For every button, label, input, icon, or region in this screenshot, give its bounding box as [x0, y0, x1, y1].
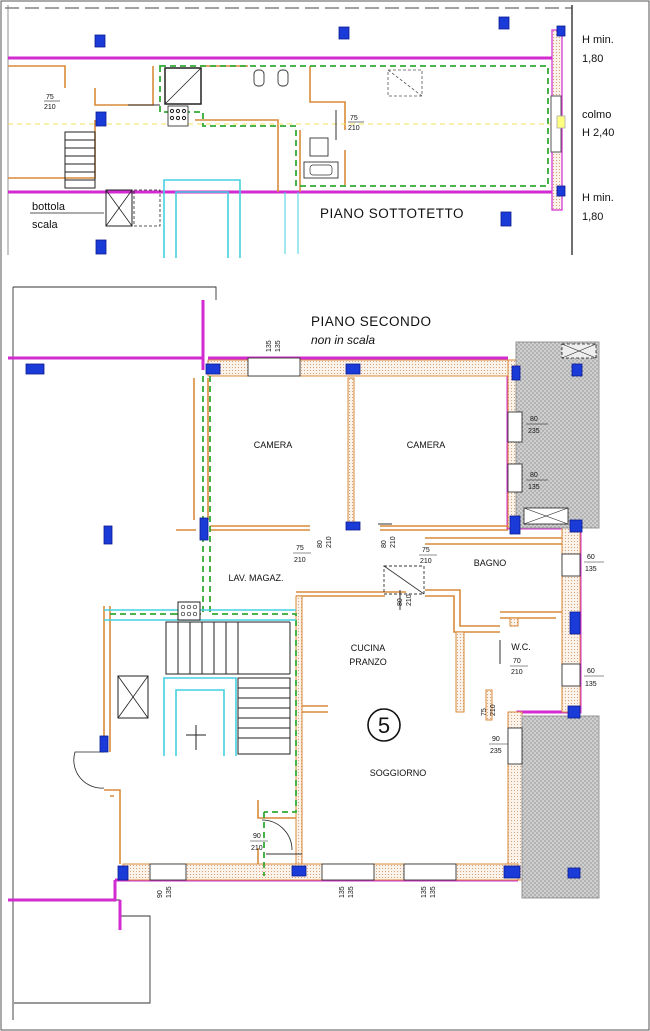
- dim-right-window-1: 80 235: [526, 416, 548, 435]
- svg-text:210: 210: [44, 104, 56, 111]
- dim-right-window-2: 80 135: [526, 472, 548, 491]
- dim-bottom-window-3: 135 135: [421, 886, 437, 898]
- bottola-label-line1: bottola: [32, 201, 66, 213]
- dim-door-lav: 80 210: [317, 536, 333, 548]
- svg-text:210: 210: [348, 125, 360, 132]
- svg-text:80: 80: [381, 540, 388, 548]
- dim-door-cucina: 80 210: [397, 594, 413, 606]
- svg-text:90: 90: [253, 833, 261, 840]
- svg-text:210: 210: [251, 845, 263, 852]
- svg-text:135: 135: [585, 566, 597, 573]
- attic-door-dim-1: 75 210: [44, 94, 60, 111]
- svg-text:135: 135: [348, 886, 355, 898]
- svg-text:135: 135: [166, 886, 173, 898]
- dim-bottom-window-1: 90 135: [157, 886, 173, 898]
- svg-text:75: 75: [481, 708, 488, 716]
- second-floor-plan: PIANO SECONDO non in scala 5 CAMERA CAME…: [8, 286, 604, 1020]
- svg-text:210: 210: [326, 536, 333, 548]
- colmo-value: H 2,40: [582, 127, 614, 139]
- dim-door-camera-right: 80 210: [381, 536, 397, 548]
- dim-door-side: 75 210: [481, 704, 497, 716]
- dim-right-window-5: 90 235: [489, 736, 508, 755]
- svg-text:210: 210: [511, 669, 523, 676]
- h-min-bottom-value: 1,80: [582, 211, 603, 223]
- svg-text:75: 75: [422, 547, 430, 554]
- unit-number-badge: [367, 708, 401, 742]
- svg-text:80: 80: [530, 472, 538, 479]
- svg-text:75: 75: [296, 545, 304, 552]
- colmo-label: colmo: [582, 109, 611, 121]
- svg-text:235: 235: [528, 428, 540, 435]
- svg-text:60: 60: [587, 554, 595, 561]
- dim-right-window-3: 60 135: [584, 554, 604, 573]
- room-cucina-line1: CUCINA: [351, 643, 386, 653]
- dim-entrance: 90 210: [250, 833, 268, 852]
- room-lav-magaz: LAV. MAGAZ.: [228, 573, 283, 583]
- second-floor-subtitle: non in scala: [311, 333, 375, 347]
- dim-door-bagno: 75 210: [419, 547, 437, 565]
- room-cucina-line2: PRANZO: [349, 657, 387, 667]
- h-min-top-label: H min.: [582, 34, 614, 46]
- dim-door-wc: 70 210: [510, 658, 528, 676]
- svg-text:75: 75: [46, 94, 54, 101]
- svg-text:135: 135: [339, 886, 346, 898]
- svg-text:135: 135: [266, 340, 273, 352]
- svg-text:80: 80: [317, 540, 324, 548]
- svg-text:75: 75: [350, 115, 358, 122]
- attic-door-dim-2: 75 210: [348, 115, 364, 132]
- dim-top-window: 135 135: [266, 340, 282, 352]
- svg-text:135: 135: [275, 340, 282, 352]
- svg-text:210: 210: [294, 557, 306, 564]
- svg-text:135: 135: [430, 886, 437, 898]
- svg-text:210: 210: [406, 594, 413, 606]
- svg-text:135: 135: [421, 886, 428, 898]
- svg-text:80: 80: [397, 598, 404, 606]
- bottola-label-line2: scala: [32, 219, 59, 231]
- dim-bottom-window-2: 135 135: [339, 886, 355, 898]
- svg-text:235: 235: [490, 748, 502, 755]
- svg-text:70: 70: [513, 658, 521, 665]
- svg-text:60: 60: [587, 668, 595, 675]
- room-camera-right: CAMERA: [407, 440, 446, 450]
- unit-number: 5: [378, 713, 390, 738]
- attic-plan: PIANO SOTTOTETTO H min. 1,80 colmo H 2,4…: [5, 5, 614, 258]
- svg-text:80: 80: [530, 416, 538, 423]
- svg-text:135: 135: [585, 681, 597, 688]
- second-floor-title: PIANO SECONDO: [311, 314, 432, 329]
- attic-title: PIANO SOTTOTETTO: [320, 206, 464, 221]
- room-soggiorno: SOGGIORNO: [370, 768, 427, 778]
- svg-text:210: 210: [390, 536, 397, 548]
- dim-right-window-4: 60 135: [584, 668, 604, 688]
- room-wc: W.C.: [511, 642, 531, 652]
- room-bagno: BAGNO: [474, 558, 507, 568]
- svg-text:90: 90: [157, 890, 164, 898]
- h-min-bottom-label: H min.: [582, 192, 614, 204]
- svg-text:90: 90: [492, 736, 500, 743]
- room-camera-left: CAMERA: [254, 440, 293, 450]
- dim-door-camera-left: 75 210: [293, 545, 311, 564]
- svg-text:210: 210: [420, 558, 432, 565]
- h-min-top-value: 1,80: [582, 53, 603, 65]
- svg-text:210: 210: [490, 704, 497, 716]
- svg-text:135: 135: [528, 484, 540, 491]
